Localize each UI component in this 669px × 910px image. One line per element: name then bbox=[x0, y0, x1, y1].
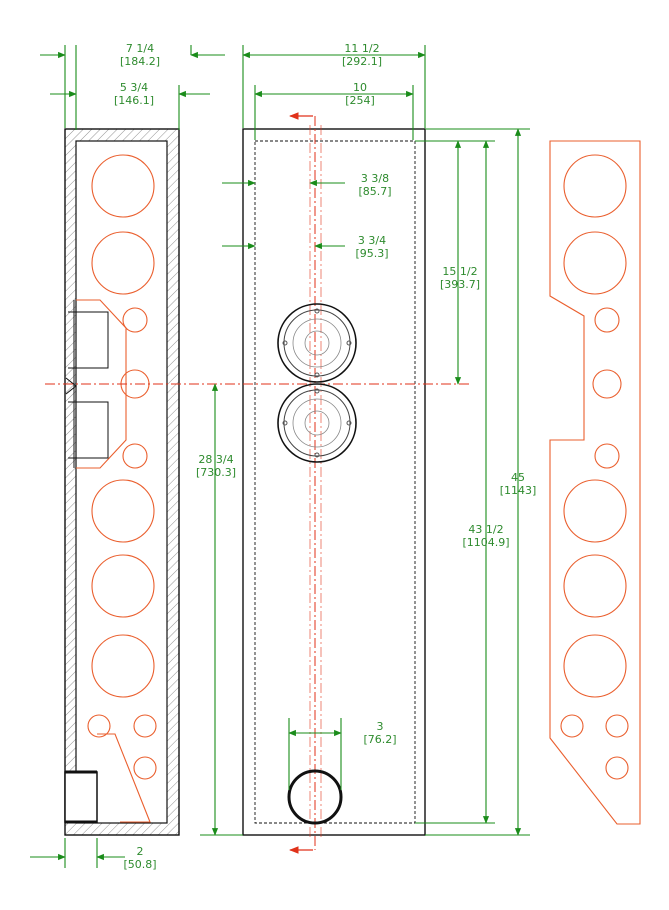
front-port bbox=[287, 769, 343, 825]
dim-tweeter-height-metric: [393.7] bbox=[440, 278, 480, 291]
dim-inner-width: 10 bbox=[353, 81, 367, 94]
dim-offset-a: 3 3/8 bbox=[361, 172, 389, 185]
dim-inner-width-metric: [254] bbox=[345, 94, 375, 107]
dim-offset-a-metric: [85.7] bbox=[358, 185, 391, 198]
dim-port-diameter-metric: [76.2] bbox=[363, 733, 396, 746]
dim-inner-height: 43 1/2 bbox=[468, 523, 503, 536]
dim-port-depth: 2 bbox=[137, 845, 144, 858]
dim-axis-height-metric: [730.3] bbox=[196, 466, 236, 479]
side-baffle-holes bbox=[87, 154, 157, 780]
dim-inner-height-metric: [1104.9] bbox=[462, 536, 509, 549]
dim-overall-height: 45 bbox=[511, 471, 525, 484]
front-driver-lower bbox=[277, 383, 357, 463]
front-driver-upper bbox=[277, 303, 357, 383]
front-view bbox=[45, 112, 470, 854]
side-view bbox=[64, 128, 180, 836]
dim-overall-width: 11 1/2 bbox=[344, 42, 379, 55]
dim-inner-depth: 5 3/4 bbox=[120, 81, 148, 94]
dim-overall-depth: 7 1/4 bbox=[126, 42, 154, 55]
dim-axis-height: 28 3/4 bbox=[198, 453, 233, 466]
dim-offset-b: 3 3/4 bbox=[358, 234, 386, 247]
dimension-labels: 7 1/4 [184.2] 5 3/4 [146.1] 11 1/2 [292.… bbox=[114, 42, 536, 871]
dim-inner-depth-metric: [146.1] bbox=[114, 94, 154, 107]
dimension-lines bbox=[30, 45, 530, 868]
dim-port-depth-metric: [50.8] bbox=[123, 858, 156, 871]
dim-overall-height-metric: [1143] bbox=[500, 484, 537, 497]
dim-overall-width-metric: [292.1] bbox=[342, 55, 382, 68]
side-port bbox=[64, 733, 151, 824]
dim-port-diameter: 3 bbox=[377, 720, 384, 733]
baffle-profile bbox=[549, 140, 641, 825]
dim-tweeter-height: 15 1/2 bbox=[442, 265, 477, 278]
dim-overall-depth-metric: [184.2] bbox=[120, 55, 160, 68]
dim-offset-b-metric: [95.3] bbox=[355, 247, 388, 260]
